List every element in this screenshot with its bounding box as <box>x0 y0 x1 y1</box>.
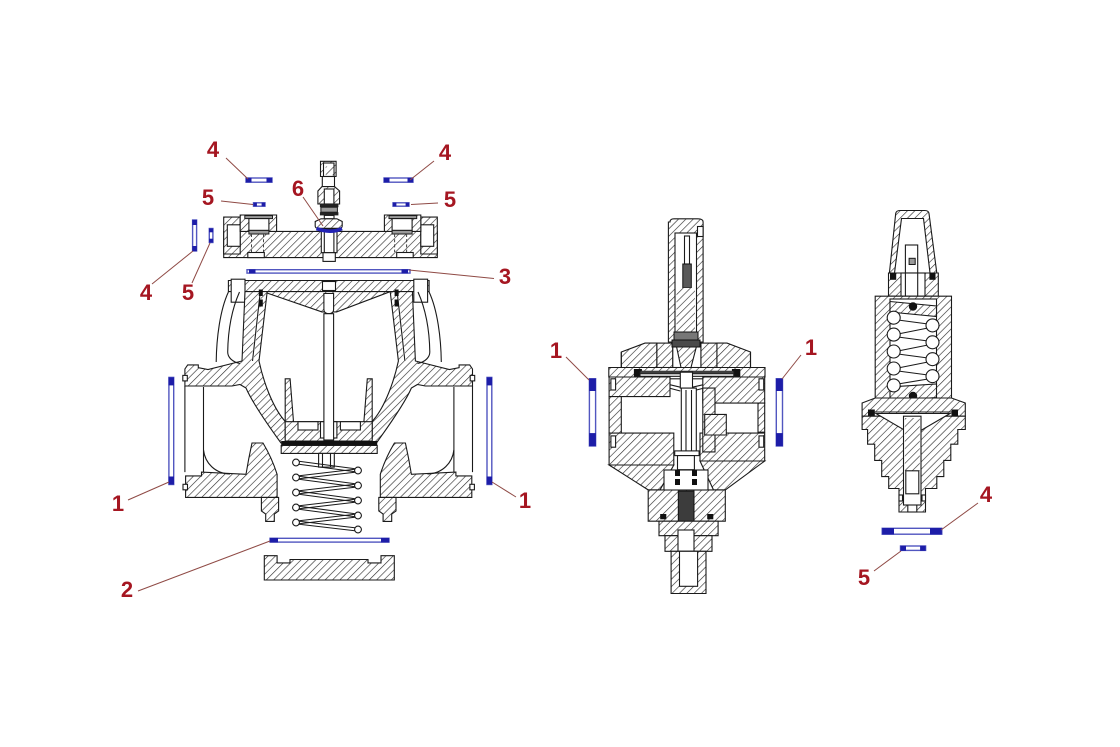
svg-text:2: 2 <box>121 577 133 602</box>
svg-text:3: 3 <box>499 264 511 289</box>
svg-text:6: 6 <box>292 176 304 201</box>
svg-text:1: 1 <box>805 335 817 360</box>
svg-text:4: 4 <box>439 140 452 165</box>
svg-text:1: 1 <box>550 338 562 363</box>
svg-text:4: 4 <box>140 280 153 305</box>
svg-text:5: 5 <box>444 187 456 212</box>
svg-text:4: 4 <box>980 482 993 507</box>
svg-text:5: 5 <box>202 185 214 210</box>
svg-text:5: 5 <box>182 280 194 305</box>
svg-text:5: 5 <box>858 565 870 590</box>
svg-text:1: 1 <box>519 488 531 513</box>
svg-text:4: 4 <box>207 137 220 162</box>
svg-text:1: 1 <box>112 491 124 516</box>
